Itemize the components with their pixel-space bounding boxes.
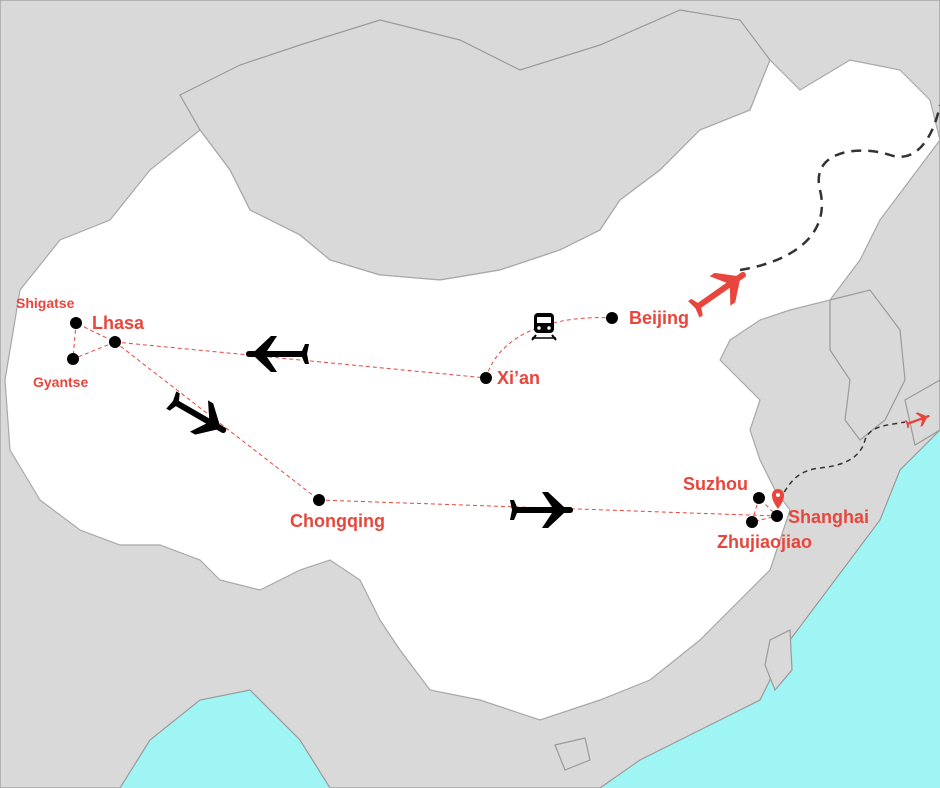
taiwan <box>764 629 793 692</box>
label-lhasa: Lhasa <box>92 313 145 333</box>
international-flight-path-north <box>739 104 940 272</box>
city-dot-beijing <box>606 312 618 324</box>
label-shigatse: Shigatse <box>16 295 75 311</box>
plane-icon <box>688 271 746 318</box>
label-gyantse: Gyantse <box>33 374 88 390</box>
city-dot-suzhou <box>753 492 765 504</box>
city-dot-shanghai <box>771 510 783 522</box>
route-lhasa-xian <box>114 341 487 379</box>
china <box>4 58 940 721</box>
route-chongqing-shanghai <box>318 499 778 517</box>
city-dot-chongqing <box>313 494 325 506</box>
city-dot-shigatse <box>70 317 82 329</box>
plane-icon <box>904 412 930 429</box>
japan <box>904 379 940 446</box>
city-dot-gyantse <box>67 353 79 365</box>
label-beijing: Beijing <box>629 308 689 328</box>
plane-icon <box>166 391 227 435</box>
route-shanghai-loop <box>751 497 778 523</box>
label-suzhou: Suzhou <box>683 474 748 494</box>
plane-icon <box>246 336 309 372</box>
label-xian: Xi’an <box>497 368 540 388</box>
city-dot-lhasa <box>109 336 121 348</box>
label-zhujiaojiao: Zhujiaojiao <box>717 532 812 552</box>
hainan <box>554 737 591 771</box>
city-dot-zhujiaojiao <box>746 516 758 528</box>
city-dot-xian <box>480 372 492 384</box>
location-pin-icon <box>772 489 784 509</box>
plane-icon <box>510 492 573 528</box>
international-flight-path-east <box>779 421 906 501</box>
label-chongqing: Chongqing <box>290 511 385 531</box>
korea <box>829 289 906 441</box>
route-tibet-loop <box>72 322 117 360</box>
label-shanghai: Shanghai <box>788 507 869 527</box>
train-icon <box>531 313 557 341</box>
